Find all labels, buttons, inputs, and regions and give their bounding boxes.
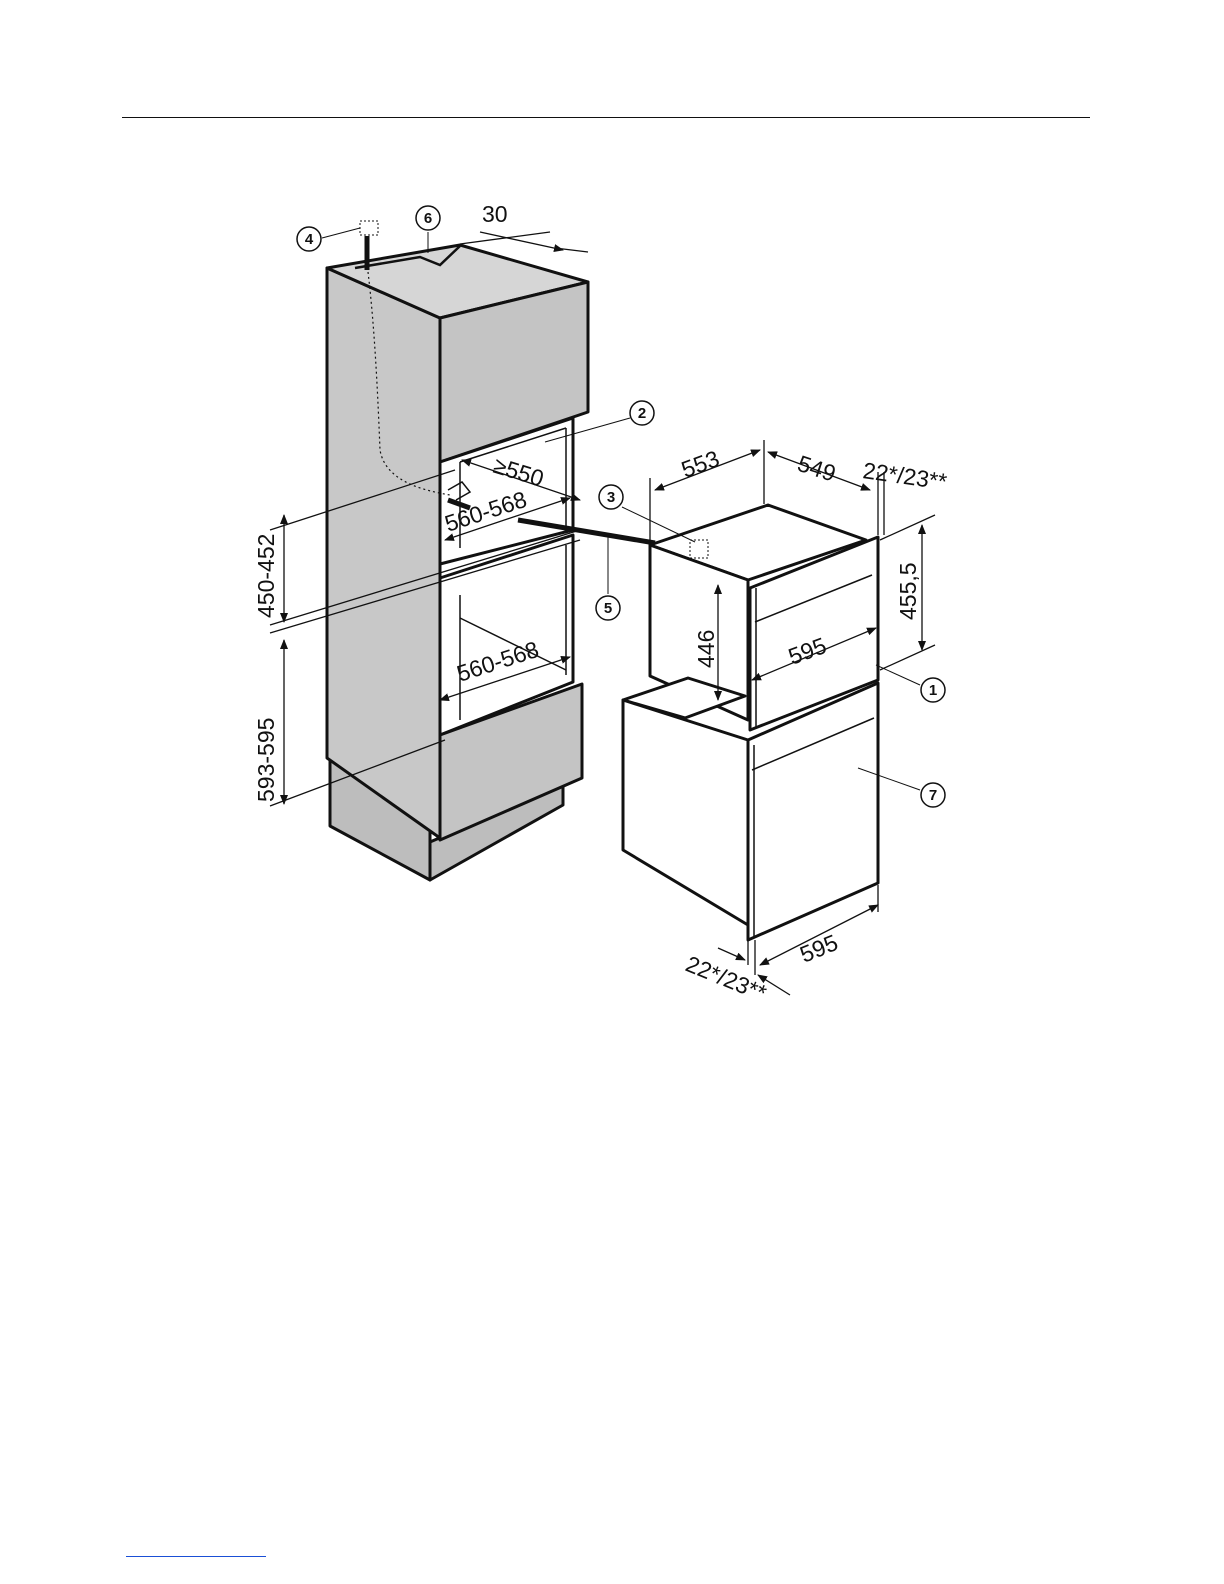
callout-1: 1 (921, 678, 945, 702)
dim-appliance-depth-body: 549 (794, 450, 839, 487)
callout-4-label: 4 (305, 231, 314, 248)
callout-3-label: 3 (607, 489, 615, 506)
callout-7: 7 (921, 783, 945, 807)
socket-box (360, 221, 378, 235)
callout-2-label: 2 (638, 405, 646, 422)
dim-niche-height-upper: 450-452 (253, 534, 279, 618)
dim-front-thickness-top: 22*/23** (861, 457, 948, 495)
callout-5: 5 (596, 596, 620, 620)
callout-7-label: 7 (929, 787, 937, 804)
connection-box (690, 540, 708, 558)
callout-6-label: 6 (424, 210, 432, 227)
dim-oven-width: 595 (796, 929, 841, 967)
callout-2: 2 (630, 401, 654, 425)
dim-niche-height-lower: 593-595 (253, 718, 279, 802)
cabinet-side-panel (327, 268, 440, 838)
dim-front-height: 455,5 (895, 562, 921, 620)
footer-link-underline[interactable] (126, 1556, 266, 1557)
callout-6: 6 (416, 206, 440, 230)
callout-3: 3 (599, 485, 623, 509)
dim-appliance-depth-total: 553 (678, 445, 723, 483)
dim-clearance-top: 30 (482, 201, 508, 227)
dim-body-height: 446 (693, 630, 719, 668)
tall-cabinet (327, 245, 588, 880)
callout-1-label: 1 (929, 682, 937, 699)
dim-front-thickness-bottom: 22*/23** (682, 951, 770, 1007)
callout-5-label: 5 (604, 600, 612, 617)
callout-4: 4 (297, 227, 321, 251)
oven-side (623, 700, 748, 925)
